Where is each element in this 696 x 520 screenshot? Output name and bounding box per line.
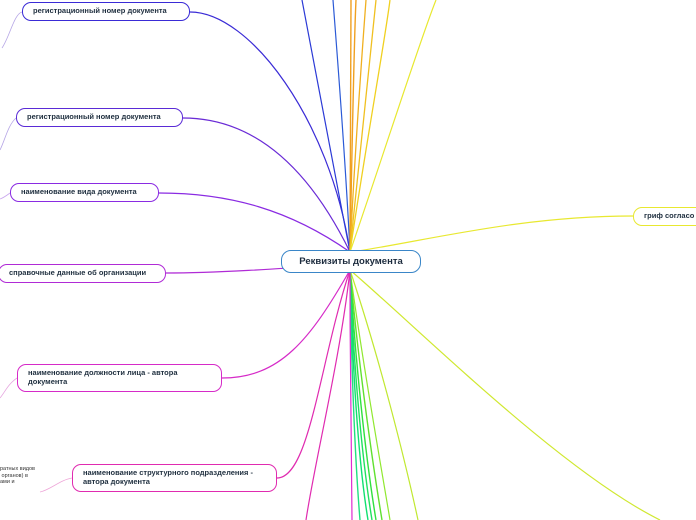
connector-up-8 xyxy=(349,0,437,253)
connector-down-9 xyxy=(349,269,353,520)
node-registration-number-2[interactable]: регистрационный номер документа xyxy=(16,108,183,127)
node-approval-stamp[interactable]: гриф согласо xyxy=(633,207,696,226)
node-organization-reference-data[interactable]: справочные данные об организации xyxy=(0,264,166,283)
connector-down-5 xyxy=(349,269,377,520)
stub-department xyxy=(39,477,73,493)
connector-up-7 xyxy=(349,0,391,253)
connector-up-2 xyxy=(332,0,351,253)
connector-up-1 xyxy=(301,0,351,253)
node-author-department[interactable]: наименование структурного подразделения … xyxy=(72,464,277,492)
stub-doctype xyxy=(0,192,11,200)
connector-author-position xyxy=(221,269,351,379)
leaf-text-fragment: ратных видов органов) в ами и xyxy=(0,466,35,486)
stub-regnum-1 xyxy=(1,11,23,49)
connector-down-10 xyxy=(305,269,351,520)
connector-regnum-2 xyxy=(182,117,351,253)
connector-down-3 xyxy=(349,269,391,520)
node-author-position[interactable]: наименование должности лица - автора док… xyxy=(17,364,222,392)
connector-up-5 xyxy=(349,0,367,253)
stub-author-position xyxy=(0,377,18,399)
connector-department xyxy=(276,269,351,479)
connector-down-2 xyxy=(349,269,419,520)
node-document-type-name[interactable]: наименование вида документа xyxy=(10,183,159,202)
connector-down-1 xyxy=(349,269,661,520)
connector-down-4 xyxy=(349,269,383,520)
central-topic[interactable]: Реквизиты документа xyxy=(281,250,421,273)
connector-regnum-1 xyxy=(189,11,351,253)
connector-up-4 xyxy=(349,0,357,253)
connector-doctype xyxy=(158,192,351,253)
connector-up-6 xyxy=(349,0,377,253)
stub-regnum-2 xyxy=(0,117,17,151)
node-registration-number-1[interactable]: регистрационный номер документа xyxy=(22,2,190,21)
connector-approval xyxy=(351,215,634,253)
